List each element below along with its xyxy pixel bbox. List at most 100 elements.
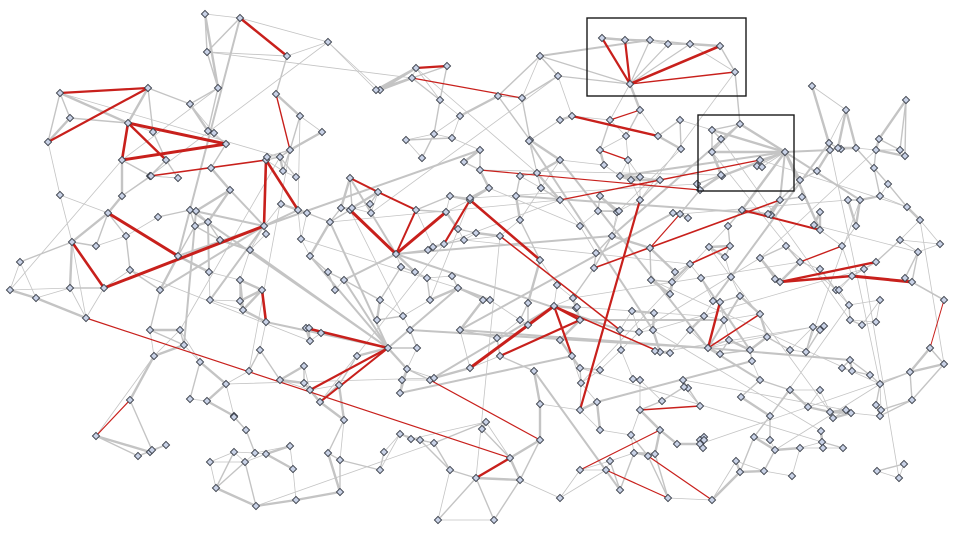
node [724,335,734,345]
node [323,267,333,277]
edge [405,137,453,141]
node [775,195,785,205]
node [650,449,660,459]
node [795,257,805,267]
edge [379,433,401,471]
edge [783,150,822,232]
highlighted-edge [102,224,266,290]
edge [209,451,235,463]
node [401,135,411,145]
highlighted-edge [778,274,854,284]
edge [9,261,21,291]
edge [497,95,531,141]
edge [519,219,541,261]
node [244,366,254,376]
node [103,208,113,218]
edge [402,299,431,317]
node [445,191,455,201]
highlighted-edge [85,317,511,459]
edge [241,288,264,312]
edge [451,137,481,151]
node [755,309,765,319]
node [31,293,41,303]
edge [855,147,875,169]
node [121,231,131,241]
node [200,9,210,19]
edge [836,108,848,150]
edge [19,261,37,299]
edge [759,149,877,259]
node [865,370,875,380]
edge [539,55,559,77]
edge [521,55,541,99]
edge [805,329,821,353]
node [524,136,534,146]
edge [630,179,641,201]
node [195,357,205,367]
edge [508,438,542,460]
edge [707,326,814,349]
highlighted-edge [605,469,669,499]
node [675,209,685,219]
highlighted-edge [319,347,389,403]
node [824,138,834,148]
node [572,302,582,312]
edge [433,99,441,135]
node [939,295,949,305]
edge [559,469,607,499]
node [809,220,819,230]
edge [639,71,736,201]
edge [595,400,602,432]
edge [149,41,329,177]
edge [429,305,555,381]
node [316,328,326,338]
node [837,241,847,251]
edge [759,245,787,259]
node [335,487,345,497]
node [655,175,665,185]
node [205,295,215,305]
edge [811,85,831,151]
node [552,280,562,290]
edge [526,258,542,305]
node [125,395,135,405]
node [261,229,271,239]
node [202,47,212,57]
node [549,301,559,311]
node [576,378,586,388]
node [834,285,844,295]
edge [177,17,241,257]
edge [35,287,71,299]
edge [349,209,411,331]
edge [411,77,441,101]
edge [735,460,765,472]
edge [657,119,681,137]
node [593,206,603,216]
edge [415,67,538,174]
node [815,325,825,335]
edge [433,421,487,444]
edge [370,75,559,214]
node [453,283,463,293]
node [412,343,422,353]
edge [599,349,622,371]
node [795,443,805,453]
edge [651,328,662,354]
edge [849,319,877,323]
node [841,105,851,115]
edge [85,287,105,319]
node [278,166,288,176]
edge [183,210,197,346]
node [406,434,416,444]
node [735,291,745,301]
highlighted-edge [260,288,268,324]
node [391,249,401,259]
edge [278,364,306,382]
edge [875,299,881,323]
edge [689,43,736,73]
node [275,375,285,385]
edge [661,386,685,402]
node [575,405,585,415]
edge [459,329,471,369]
edge [309,384,340,391]
